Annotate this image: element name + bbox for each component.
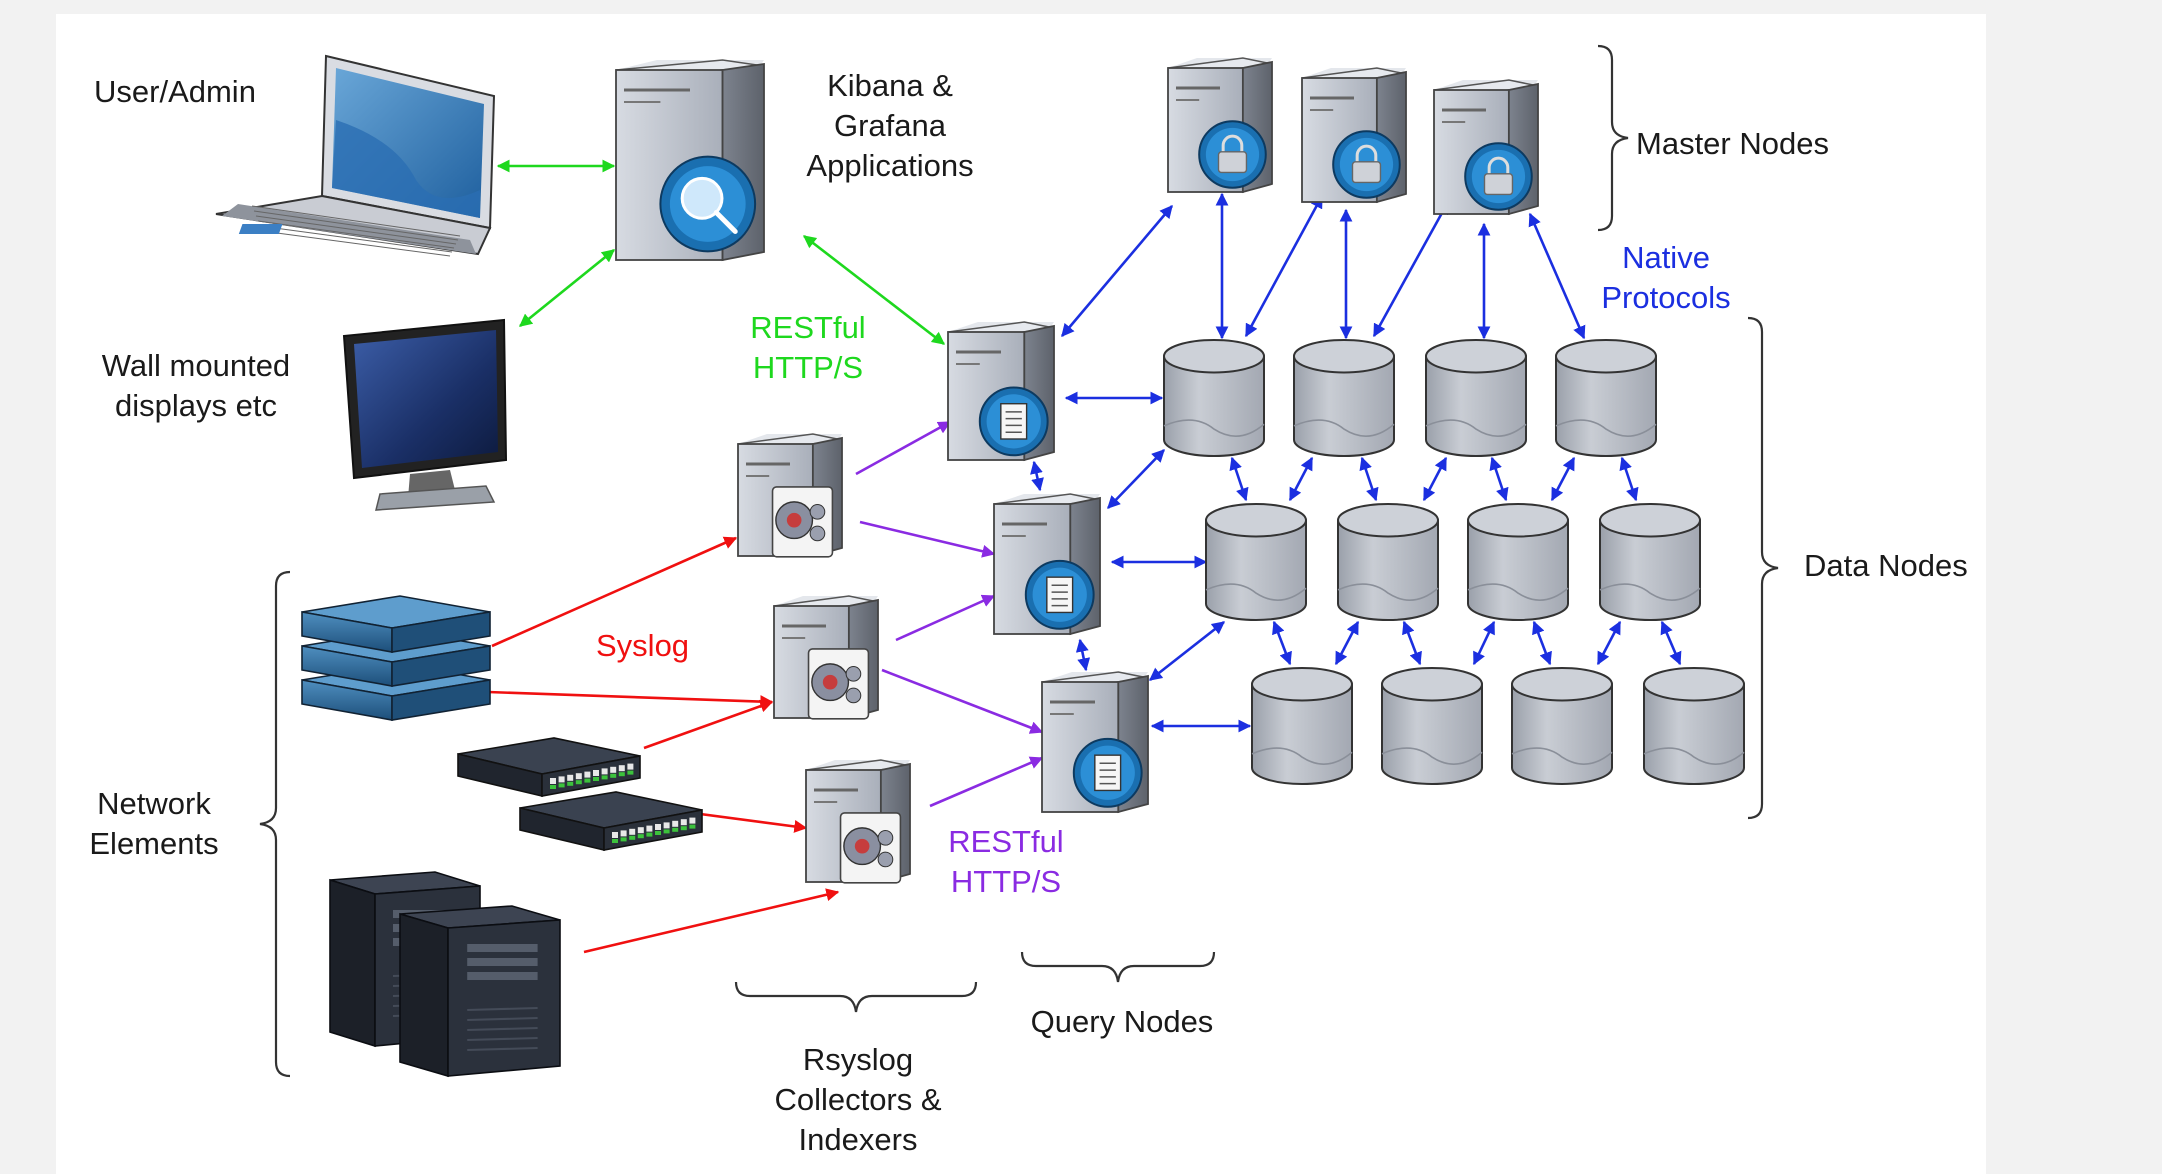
master-nodes-brace	[1597, 44, 1629, 232]
storage-stack-icon	[301, 595, 491, 721]
server-icon-collector-3	[805, 759, 911, 884]
restful-green-label-line-1: RESTful	[750, 310, 865, 345]
server-icon-query-1	[947, 321, 1055, 462]
database-icon-row3-2	[1381, 667, 1483, 785]
restful-purple-label-line-2: HTTP/S	[951, 864, 1061, 899]
restful-green-label-line-2: HTTP/S	[753, 350, 863, 385]
query-nodes-brace	[1020, 951, 1216, 983]
kibana-label-line-3: Applications	[806, 148, 973, 183]
rsyslog-label-line-1: Rsyslog	[803, 1042, 913, 1077]
server-icon-master-3	[1433, 79, 1539, 216]
kibana-label-line-1: Kibana &	[827, 68, 953, 103]
lock-badge-icon	[1332, 130, 1401, 199]
rsyslog-label-line-2: Collectors &	[774, 1082, 941, 1117]
gear-badge-icon	[807, 648, 870, 720]
green-arrow-display-kibana	[518, 248, 616, 328]
document-badge-icon	[1072, 737, 1143, 808]
syslog-label: Syslog	[596, 628, 689, 663]
database-icon-row1-1	[1163, 339, 1265, 457]
server-icon-master-1	[1167, 57, 1273, 194]
magnifier-badge-icon	[659, 155, 757, 253]
tower-server-icon-2	[399, 905, 561, 1078]
restful-purple-label-line-1: RESTful	[948, 824, 1063, 859]
database-icon-row2-1	[1205, 503, 1307, 621]
gear-badge-icon	[839, 812, 902, 884]
database-icon-row1-3	[1425, 339, 1527, 457]
database-icon-row2-4	[1599, 503, 1701, 621]
labels: User/Admin Kibana & Grafana Applications…	[89, 68, 1967, 1157]
network-elements-label-line-1: Network	[97, 786, 211, 821]
braces	[259, 44, 1779, 1078]
wall-displays-label-line-2: displays etc	[115, 388, 277, 423]
data-nodes-label: Data Nodes	[1804, 548, 1968, 583]
kibana-label-line-2: Grafana	[834, 108, 947, 143]
laptop-icon	[215, 54, 496, 257]
rsyslog-label-line-3: Indexers	[799, 1122, 918, 1157]
network-switch-icon-1	[457, 737, 641, 798]
server-icon-query-3	[1041, 671, 1149, 814]
server-icon-master-2	[1301, 67, 1407, 204]
native-protocols-label-line-2: Protocols	[1601, 280, 1730, 315]
server-icon-query-2	[993, 493, 1101, 636]
network-elements-brace	[259, 570, 291, 1078]
master-nodes-label: Master Nodes	[1636, 126, 1829, 161]
monitor-icon	[342, 318, 508, 511]
database-icon-row3-4	[1643, 667, 1745, 785]
user-admin-label: User/Admin	[94, 74, 256, 109]
wall-displays-label-line-1: Wall mounted	[102, 348, 290, 383]
native-protocols-label-line-1: Native	[1622, 240, 1710, 275]
database-icon-row2-3	[1467, 503, 1569, 621]
network-elements-label-line-2: Elements	[89, 826, 218, 861]
database-icon-row3-1	[1251, 667, 1353, 785]
green-arrow-kibana-query	[802, 234, 946, 346]
document-badge-icon	[1024, 559, 1095, 630]
network-switch-icon-2	[519, 791, 703, 852]
server-icon-collector-2	[773, 595, 879, 720]
query-nodes-label: Query Nodes	[1031, 1004, 1214, 1039]
lock-badge-icon	[1464, 142, 1533, 211]
database-icon-row2-2	[1337, 503, 1439, 621]
lock-badge-icon	[1198, 120, 1267, 189]
database-icon-row1-2	[1293, 339, 1395, 457]
connections	[487, 159, 1682, 954]
server-icon-kibana	[615, 59, 765, 262]
database-icon-row1-4	[1555, 339, 1657, 457]
document-badge-icon	[978, 386, 1049, 457]
gear-badge-icon	[771, 486, 834, 558]
rsyslog-brace	[734, 981, 978, 1013]
data-nodes-brace	[1747, 316, 1779, 820]
database-icon-row3-3	[1511, 667, 1613, 785]
server-icon-collector-1	[737, 433, 843, 558]
